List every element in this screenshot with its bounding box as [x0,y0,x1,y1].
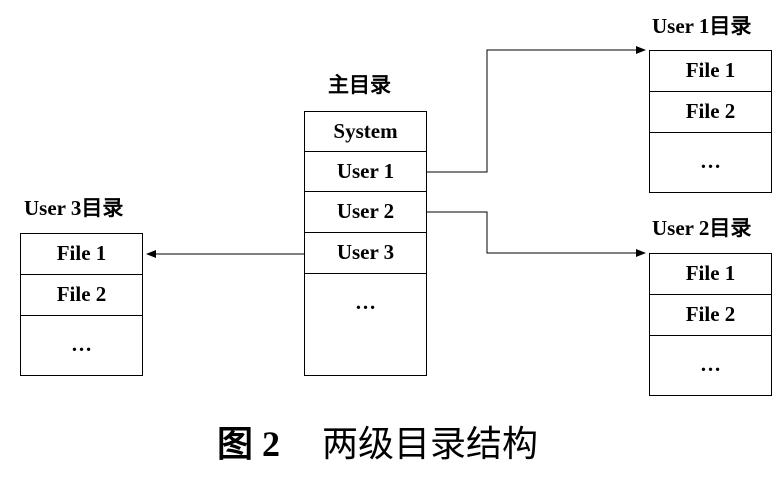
user3-ellipsis: … [71,332,92,356]
user2-file1: File 1 [650,254,771,295]
main-directory-title: 主目录 [328,73,391,97]
figure-caption: 图 2 两级目录结构 [0,424,755,464]
user1-directory-title: User 1目录 [652,14,752,38]
user2-directory-box: File 1 File 2 … [649,253,772,396]
user3-directory-box: File 1 File 2 … [20,233,143,376]
user3-file2: File 2 [21,275,142,316]
figure-number: 图 2 [216,424,280,464]
user2-ellipsis: … [700,352,721,376]
user1-file2: File 2 [650,92,771,133]
user3-directory-title: User 3目录 [24,196,124,220]
arrow-user2-to-user2-dir [408,211,646,257]
user2-file2: File 2 [650,295,771,336]
main-entry-system: System [305,112,426,152]
main-entry-user2: User 2 [305,192,426,233]
main-entry-ellipsis: … [355,290,376,314]
user1-ellipsis: … [700,149,721,173]
figure-title: 两级目录结构 [322,424,539,464]
main-entry-user1: User 1 [305,152,426,192]
user3-file1: File 1 [21,234,142,275]
main-entry-user3: User 3 [305,233,426,274]
user1-directory-box: File 1 File 2 … [649,50,772,193]
main-directory-box: System User 1 User 2 User 3 … [304,111,427,376]
user2-directory-title: User 2目录 [652,216,752,240]
arrow-user1-to-user1-dir [408,46,646,173]
user1-file1: File 1 [650,51,771,92]
